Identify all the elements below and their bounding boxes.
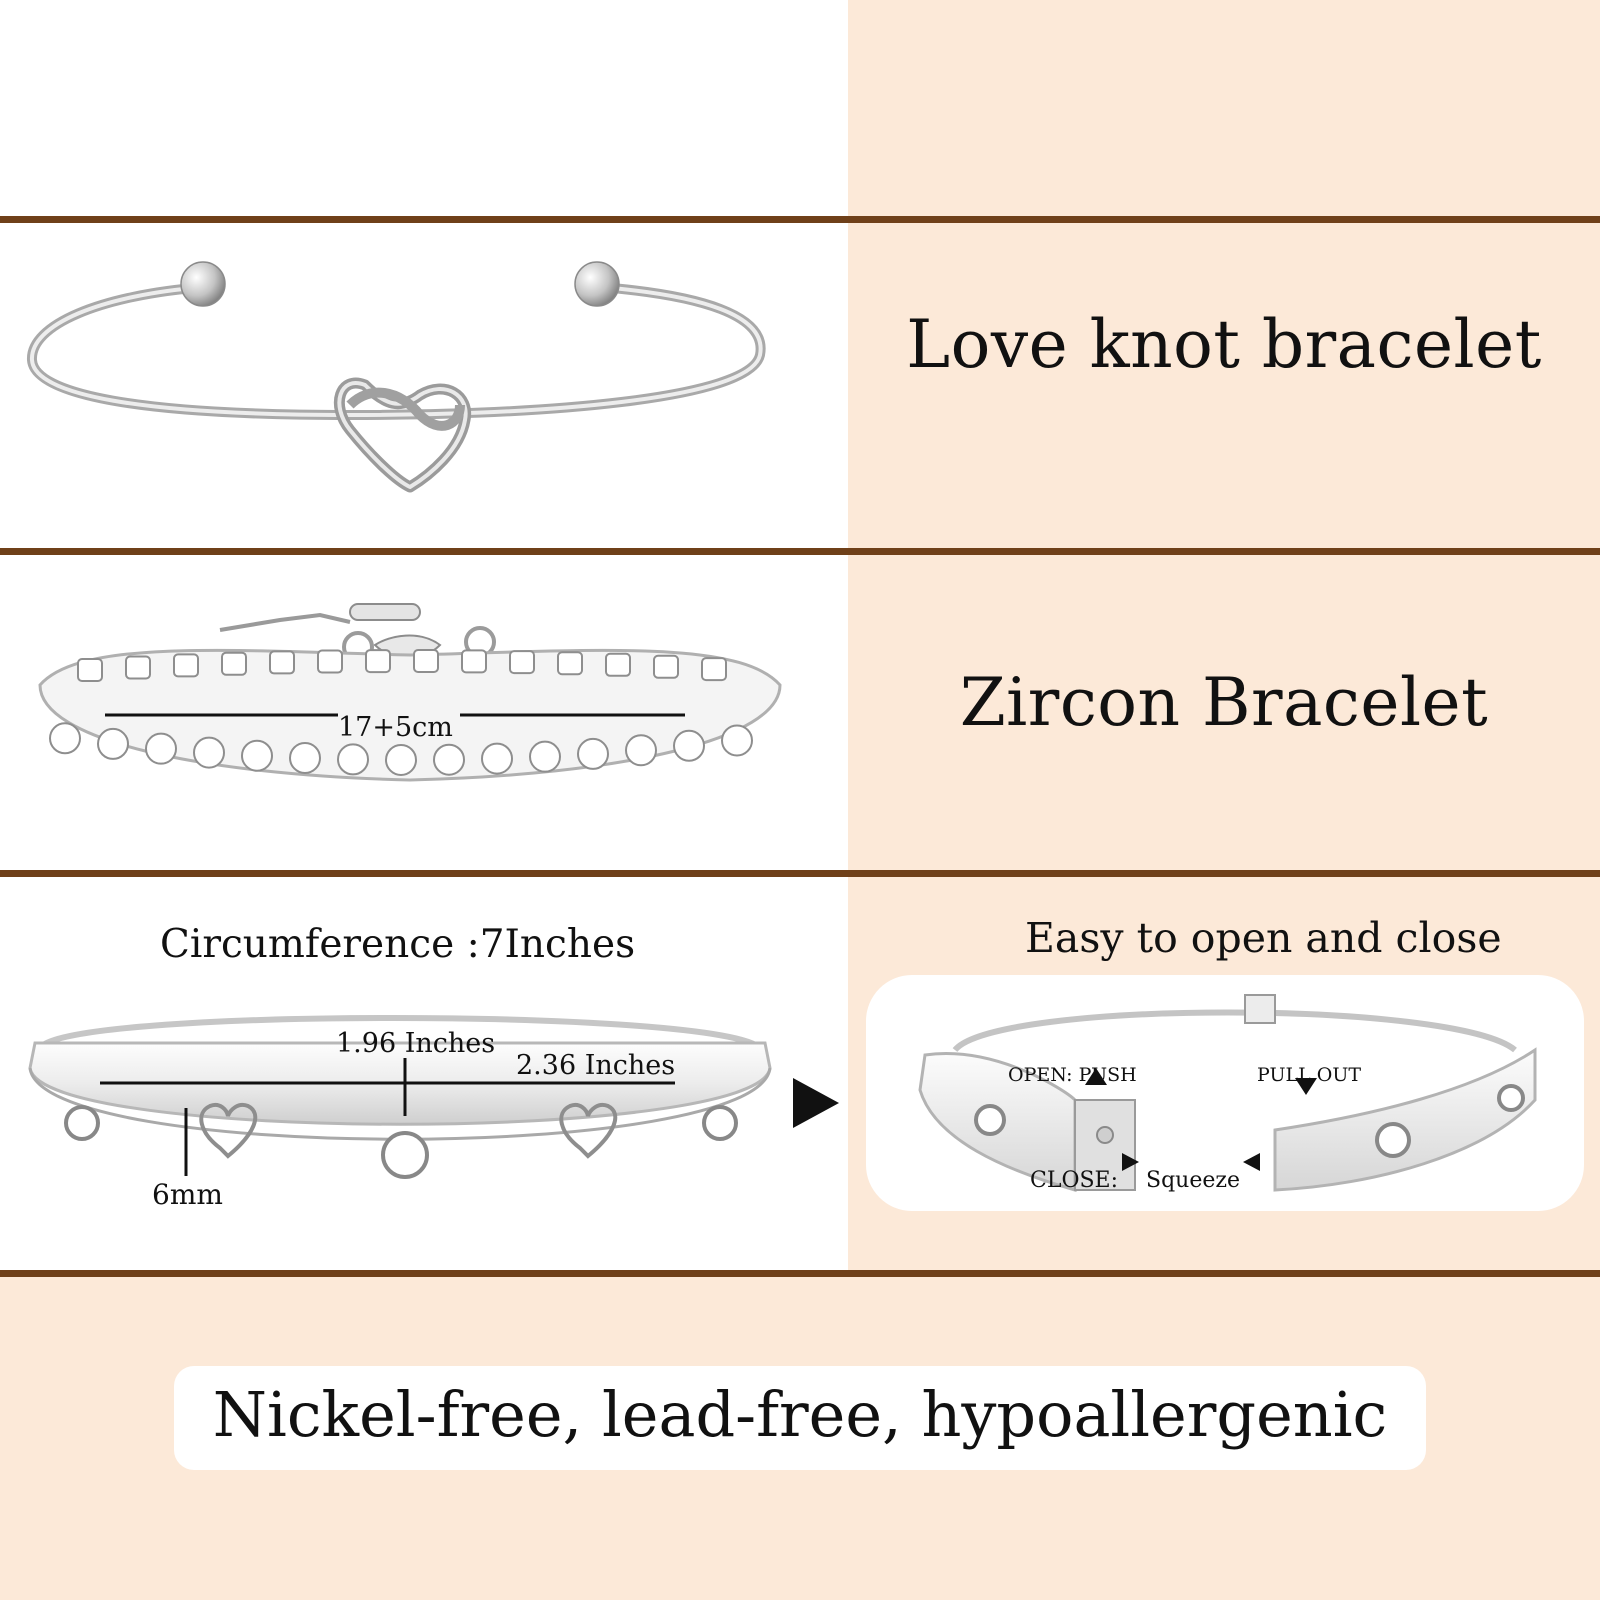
circumference-label: Circumference :7Inches [160,922,636,967]
open-push-label: OPEN: PUSH [1008,1064,1137,1086]
zircon-stone [577,737,609,770]
zircon-stone [337,743,369,776]
zircon-setting [173,653,199,678]
zircon-setting [125,655,151,680]
zircon-stone [481,742,513,775]
love-knot-bracelet-image [27,261,766,493]
clasp-title: Easy to open and close [1025,914,1502,962]
zircon-setting [317,649,343,674]
zircon-stone [721,724,753,757]
footer-banner [174,1366,1426,1470]
love-knot-title: Love knot bracelet [906,306,1542,383]
squeeze-label: Squeeze [1146,1168,1240,1193]
footer-text: Nickel-free, lead-free, hypoallergenic [212,1378,1388,1451]
zircon-stone [97,727,129,760]
zircon-setting [653,654,679,679]
zircon-stone [49,722,81,755]
zircon-setting [413,649,439,674]
zircon-stone [673,729,705,762]
zircon-stone [145,732,177,765]
zircon-setting [461,649,487,674]
zircon-setting [701,657,727,682]
divider-3 [0,870,1600,877]
divider-4 [0,1270,1600,1277]
bangle-image [28,1015,772,1179]
close-label: CLOSE: [1030,1168,1119,1193]
divider-1 [0,216,1600,223]
width-label-2: 2.36 Inches [516,1050,676,1081]
pull-out-label: PULL OUT [1257,1064,1361,1086]
arrow-right-icon [793,1078,839,1128]
zircon-setting [557,651,583,676]
zircon-stone [385,743,417,776]
zircon-setting [221,651,247,676]
zircon-setting [77,657,103,682]
width-label-1: 1.96 Inches [336,1028,496,1059]
zircon-stone [193,736,225,769]
zircon-setting [365,649,391,674]
zircon-bracelet-image [38,603,782,782]
open-bangle-image [918,994,1537,1192]
thickness-label: 6mm [152,1178,223,1211]
zircon-setting [269,650,295,675]
zircon-length-label: 17+5cm [338,712,453,743]
zircon-setting [605,652,631,677]
zircon-stone [241,739,273,772]
zircon-stone [625,734,657,767]
zircon-stone [433,743,465,776]
divider-2 [0,548,1600,555]
zircon-setting [509,650,535,675]
zircon-stone [289,741,321,774]
zircon-title: Zircon Bracelet [959,664,1489,741]
zircon-stone [529,740,561,773]
